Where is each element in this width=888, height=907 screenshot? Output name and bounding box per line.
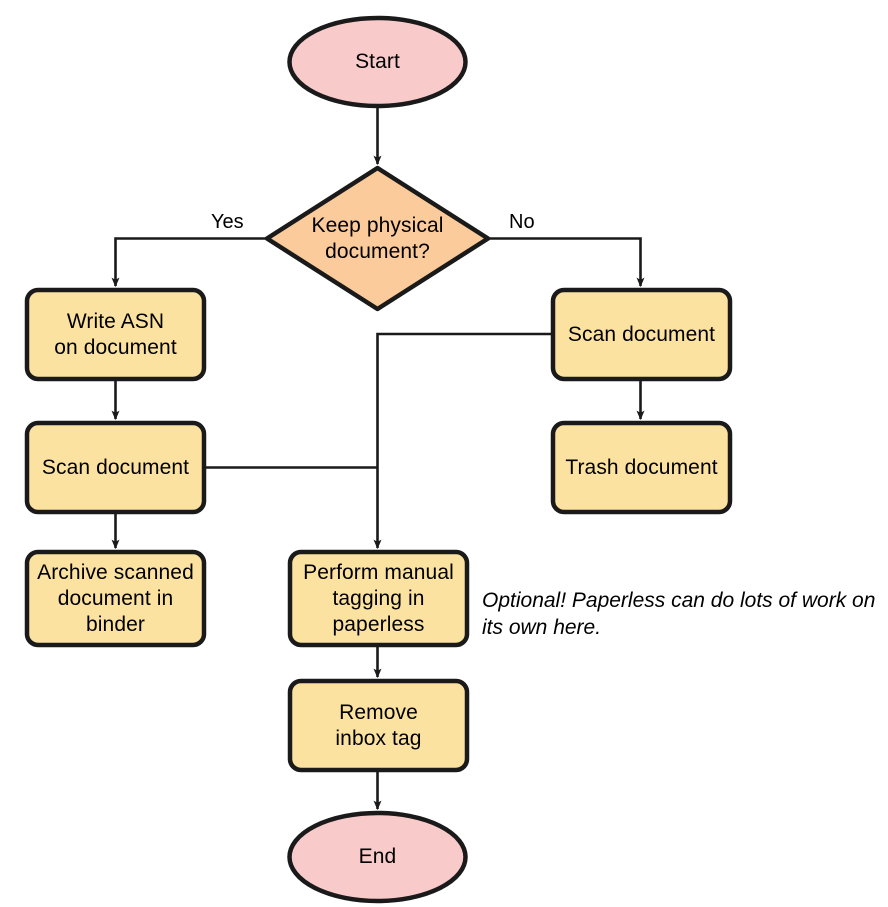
node-end[interactable]	[287, 810, 468, 904]
node-scan-document-right[interactable]	[550, 287, 733, 382]
node-scan-document-left[interactable]	[24, 420, 207, 515]
edge-scan-right-to-tagging	[373, 332, 553, 550]
node-remove-inbox-tag[interactable]	[287, 678, 470, 773]
node-keep-physical-document[interactable]	[264, 165, 491, 312]
edge-decision-yes	[111, 237, 267, 288]
node-archive-scanned-document[interactable]	[24, 549, 207, 648]
edge-label-no: No	[509, 211, 535, 233]
node-trash-document[interactable]	[550, 420, 733, 515]
node-start[interactable]	[287, 15, 468, 109]
optional-note: Optional! Paperless can do lots of work …	[482, 589, 876, 639]
edge-layer	[111, 106, 645, 811]
edge-label-yes: Yes	[211, 211, 244, 233]
node-perform-manual-tagging[interactable]	[287, 549, 470, 648]
node-layer	[24, 15, 733, 904]
edge-decision-no	[488, 237, 645, 288]
node-write-asn[interactable]	[24, 287, 207, 382]
